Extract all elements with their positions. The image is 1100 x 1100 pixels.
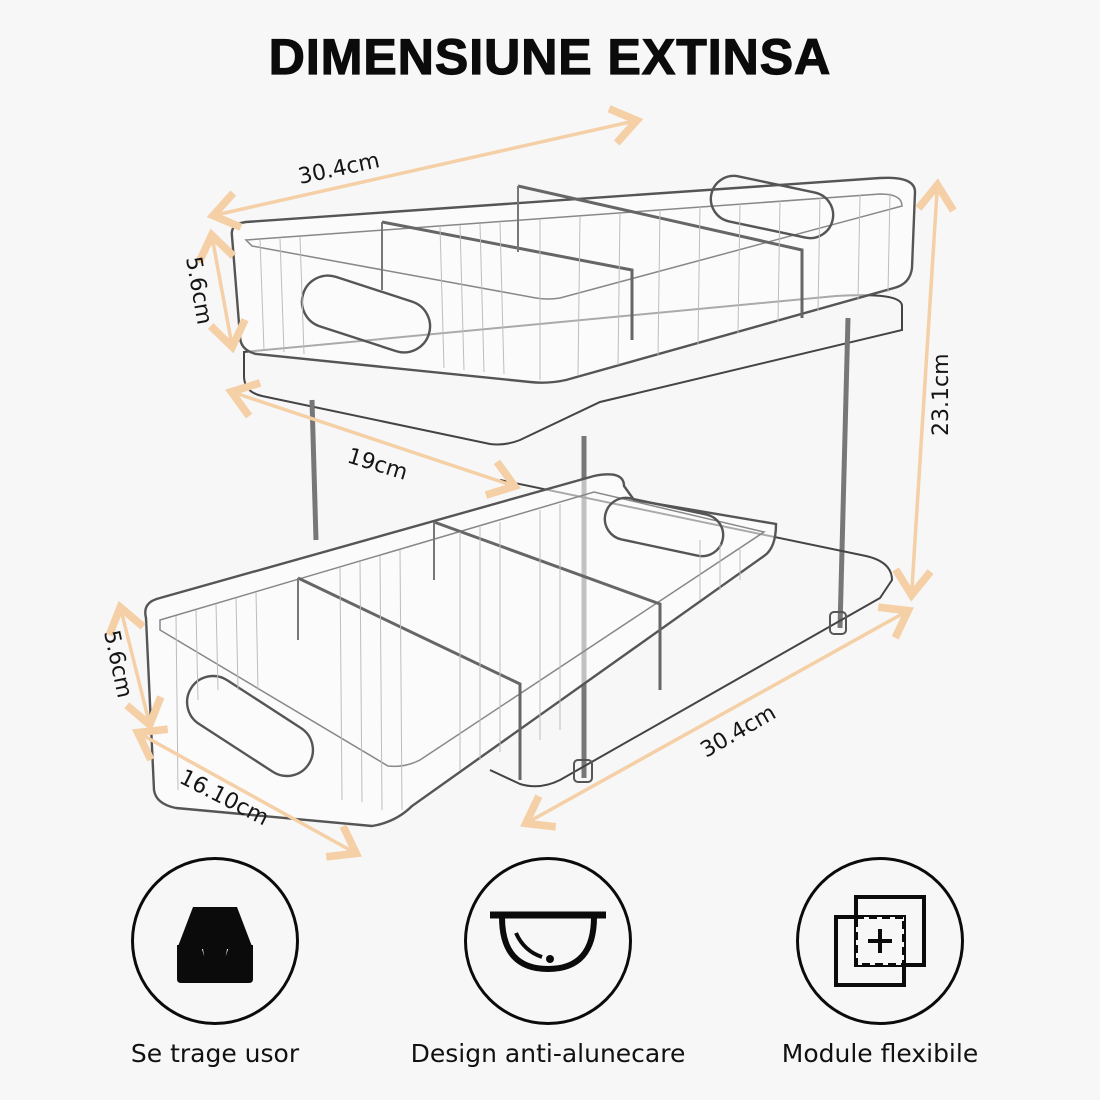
feature-circle (131, 857, 299, 1025)
dim-bottom-height: 5.6cm (98, 628, 137, 700)
dim-total-height: 23.1cm (929, 353, 954, 436)
modules-icon (834, 895, 926, 987)
bottom-basket (144, 473, 894, 828)
feature-circle (464, 857, 632, 1025)
feature-circle (796, 857, 964, 1025)
feature-label: Design anti-alunecare (410, 1039, 686, 1068)
feature-anti-slip: Design anti-alunecare (398, 857, 698, 1068)
feature-label: Se trage usor (130, 1039, 300, 1068)
top-basket (230, 174, 917, 446)
dim-top-height: 5.6cm (180, 255, 217, 327)
dim-bottom-width: 30.4cm (697, 700, 781, 763)
page-title: DIMENSIUNE EXTINSA (268, 28, 832, 85)
bowl-icon (490, 911, 606, 973)
feature-easy-pull: Se trage usor (65, 857, 365, 1068)
dim-top-width: 30.4cm (296, 148, 382, 190)
dim-top-depth: 19cm (344, 444, 410, 486)
drawer-icon (177, 907, 253, 983)
dimension-arrows (105, 105, 957, 861)
feature-label: Module flexibile (781, 1039, 979, 1068)
feature-flexible-modules: Module flexibile (730, 857, 1030, 1068)
